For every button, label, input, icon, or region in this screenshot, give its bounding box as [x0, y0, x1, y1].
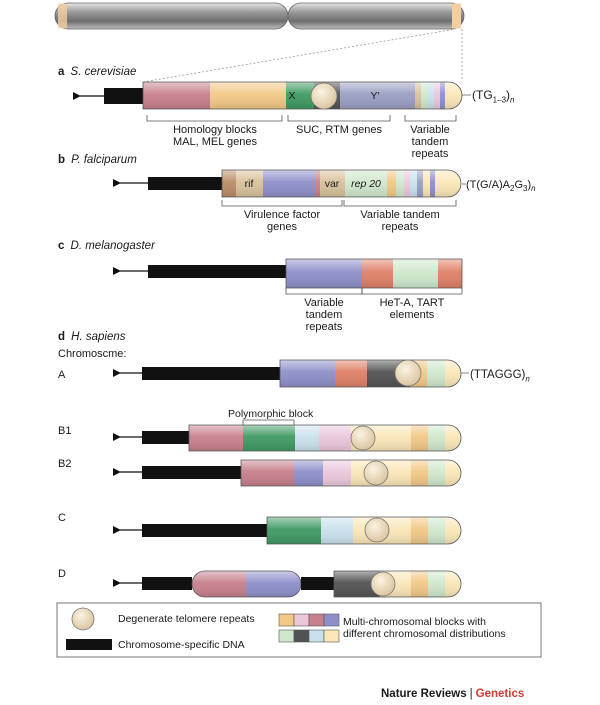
row-d-black-bar-2 — [301, 577, 334, 590]
row-b2-bead-icon — [363, 460, 389, 486]
segment-rif-label: rif — [244, 178, 254, 190]
panel-b-repeat-formula: (T(G/A)A2G3)n — [466, 179, 536, 194]
row-a-chromosome-end — [279, 359, 462, 388]
row-b2-black-bar — [142, 466, 241, 479]
panel-c-chromosome-end — [285, 258, 463, 289]
panel-b-black-bar — [148, 177, 222, 190]
legend-swatch-grid — [278, 613, 340, 643]
journal-credit: Nature Reviews|Genetics — [381, 688, 524, 700]
panel-a-bead-icon — [310, 82, 338, 110]
row-b1-black-bar — [142, 431, 189, 444]
journal-brand: Nature Reviews — [381, 688, 467, 700]
panel-c-heading: c D. melanogaster — [58, 240, 155, 252]
legend-box — [56, 602, 542, 658]
segment-var-label: var — [324, 178, 340, 190]
polymorphic-bracket — [242, 419, 295, 428]
row-b2-chromosome-end — [240, 459, 462, 487]
panel-d-repeat-formula: (TTAGGG)n — [470, 369, 530, 384]
segment-x-label: X — [288, 90, 296, 102]
legend-chromosome-specific-text: Chromosome-specific DNA — [118, 639, 245, 651]
panel-b-heading: b P. falciparum — [58, 154, 137, 166]
het-bracket — [361, 288, 463, 295]
panel-c-black-bar — [148, 265, 286, 278]
row-a-bead-icon — [394, 359, 422, 387]
row-c-bead-icon — [364, 517, 390, 543]
panel-b-chromosome-end — [221, 169, 462, 198]
row-label-b2: B2 — [58, 458, 72, 470]
journal-section: Genetics — [475, 688, 525, 700]
row-d-chromosome-end — [333, 570, 462, 598]
segment-rep20-label: rep 20 — [351, 178, 381, 190]
chromosome-label: Chromoscme: — [58, 348, 127, 360]
chromosome-overview — [54, 2, 465, 83]
panel-d-heading: d H. sapiens — [58, 331, 126, 343]
suc-rtm-bracket — [287, 115, 391, 122]
legend-black-bar — [66, 639, 112, 650]
row-b1-chromosome-end — [188, 424, 462, 452]
panel-b-vtr-bracket — [343, 200, 457, 207]
virulence-bracket — [221, 200, 343, 207]
homology-bracket — [146, 115, 283, 122]
panel-a-chromosome-end — [142, 81, 463, 110]
segment-y-prime-label: Y′ — [370, 90, 380, 102]
polymorphic-block-label: Polymorphic block — [228, 408, 314, 420]
row-label-b1: B1 — [58, 425, 72, 437]
row-c-black-bar — [142, 524, 267, 537]
panel-a-black-bar — [104, 88, 144, 104]
suc-rtm-label: SUC, RTM genes — [296, 124, 382, 136]
row-c-chromosome-end — [266, 516, 462, 545]
legend-degenerate-text: Degenerate telomere repeats — [118, 613, 255, 625]
row-a-black-bar — [142, 367, 280, 380]
row-label-a: A — [58, 369, 66, 381]
panel-a-heading: a S. cerevisiae — [58, 66, 137, 78]
row-d-bead-icon — [370, 571, 396, 597]
panel-a-repeat-formula: (TG1–3)n — [472, 88, 515, 105]
row-label-c: C — [58, 512, 66, 524]
row-label-d: D — [58, 568, 66, 580]
journal-separator: | — [469, 688, 473, 700]
panel-a-vtr-bracket — [404, 115, 457, 122]
row-d-black-bar — [142, 577, 192, 590]
row-b1-bead-icon — [350, 425, 376, 451]
row-d-mid-block — [191, 570, 302, 598]
legend-bead-icon — [71, 607, 95, 631]
panel-c-vtr-bracket — [285, 288, 363, 295]
